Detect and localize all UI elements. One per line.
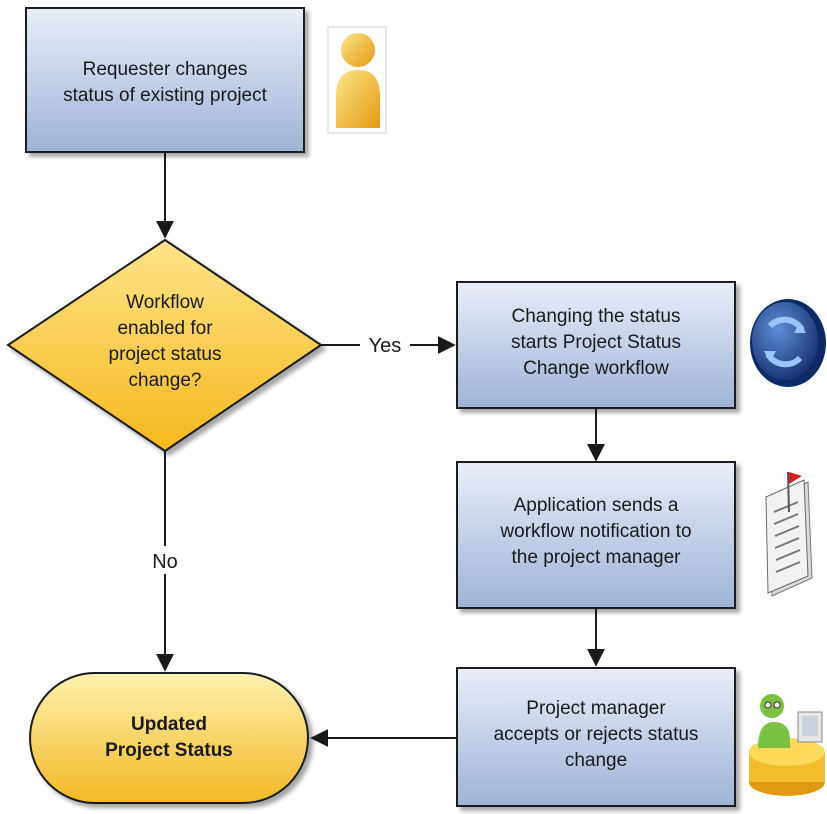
user-at-computer-icon <box>748 690 826 802</box>
requester-step-line-2: status of existing project <box>63 85 268 106</box>
no-label: No <box>152 551 178 573</box>
requester-step: Requester changes status of existing pro… <box>25 7 305 153</box>
yes-label: Yes <box>369 335 402 357</box>
workflow-step-line-1: Changing the status <box>511 306 680 327</box>
document-flag-icon <box>765 471 813 597</box>
decision-line-3: project status <box>109 344 222 365</box>
notification-step-line-1: Application sends a <box>514 495 679 516</box>
decision-line-4: change? <box>129 370 202 391</box>
end-state-line-2: Project Status <box>105 740 233 761</box>
manager-step: Project manager accepts or rejects statu… <box>456 667 736 807</box>
decision-line-1: Workflow <box>126 292 204 313</box>
end-state-terminator <box>29 672 309 804</box>
requester-step-box <box>25 7 305 153</box>
end-state: Updated Project Status <box>29 672 309 804</box>
person-icon <box>327 26 387 134</box>
manager-step-box <box>456 667 736 807</box>
edges: Yes No <box>146 152 605 747</box>
requester-step-line-1: Requester changes <box>83 59 248 80</box>
workflow-cycle-icon <box>750 299 826 387</box>
decision: Workflow enabled for project status chan… <box>6 238 323 453</box>
manager-step-line-1: Project manager <box>526 698 666 719</box>
end-state-line-1: Updated <box>131 714 207 735</box>
no-label-bg <box>146 546 184 574</box>
workflow-step-line-2: starts Project Status <box>511 332 681 353</box>
notification-step-line-2: workflow notification to <box>499 521 691 542</box>
decision-line-2: enabled for <box>117 318 213 339</box>
workflow-step-line-3: Change workflow <box>523 358 669 379</box>
decision-diamond <box>6 238 323 453</box>
notification-step: Application sends a workflow notificatio… <box>456 461 736 609</box>
manager-step-line-2: accepts or rejects status <box>494 724 699 745</box>
notification-step-box <box>456 461 736 609</box>
workflow-step-box <box>456 281 736 409</box>
yes-label-bg <box>360 330 410 358</box>
manager-step-line-3: change <box>565 750 627 771</box>
notification-step-line-3: the project manager <box>512 547 682 568</box>
workflow-step: Changing the status starts Project Statu… <box>456 281 736 409</box>
